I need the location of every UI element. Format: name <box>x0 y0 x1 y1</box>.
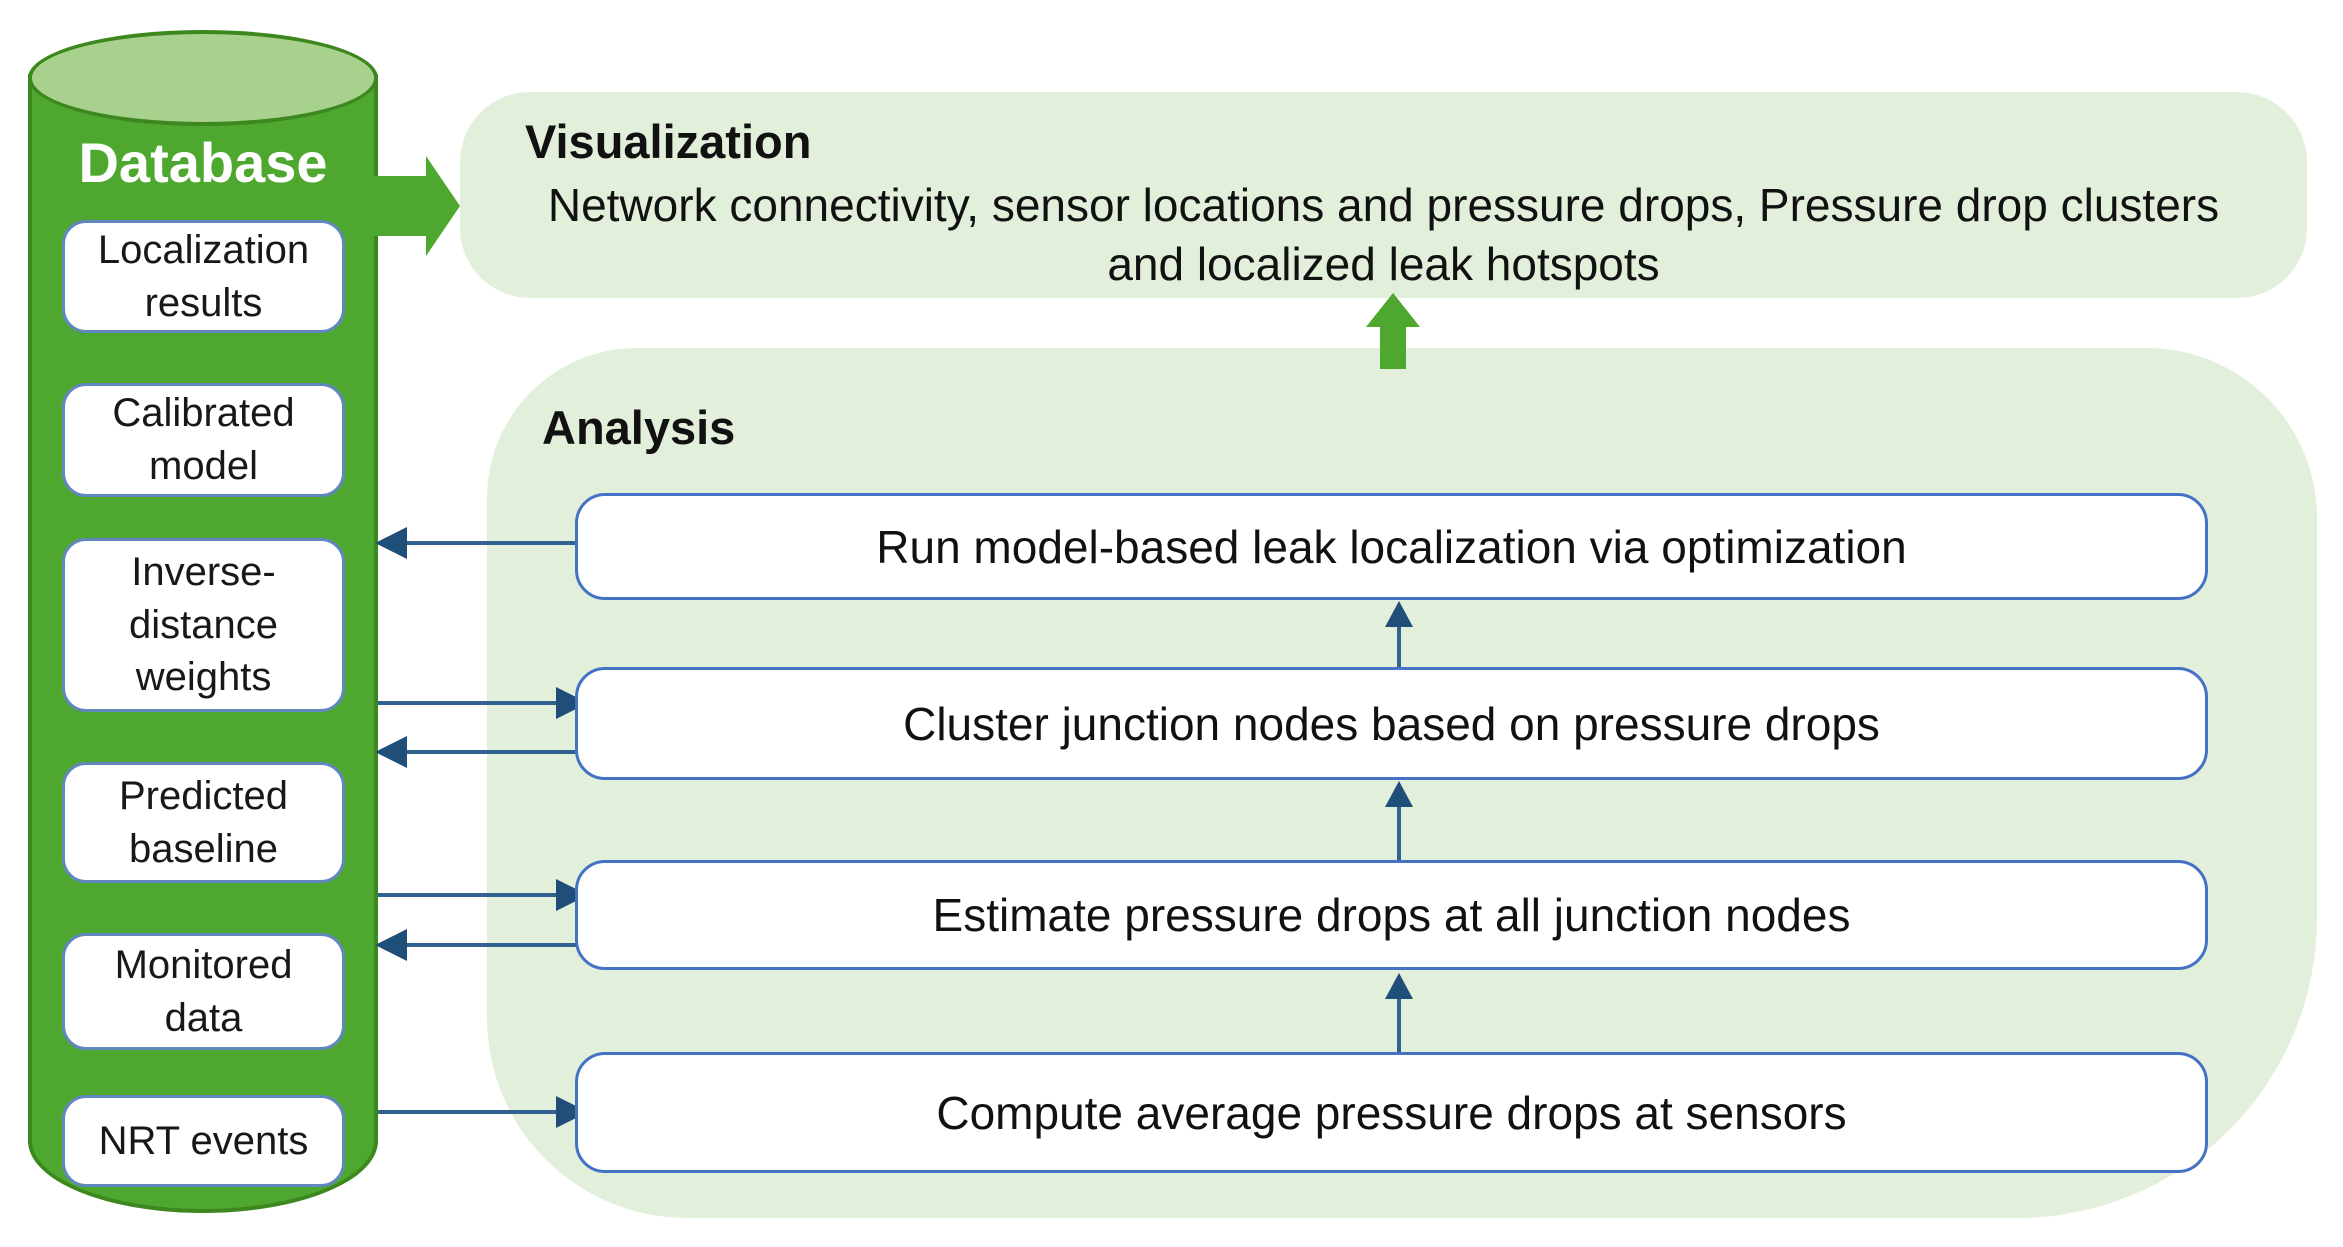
analysis-step-compute-average: Compute average pressure drops at sensor… <box>575 1052 2208 1173</box>
database-title: Database <box>78 131 328 194</box>
step3-to-step2-connector <box>1397 806 1401 860</box>
db-item-monitored-data: Monitored data <box>62 933 345 1050</box>
step1-to-db-connector <box>404 541 575 545</box>
visualization-description-line2: and localized leak hotspots <box>1107 237 1660 290</box>
step2-to-step1-arrowhead-icon <box>1385 601 1413 627</box>
db-to-step2-connector <box>378 701 558 705</box>
db-to-step3-connector <box>378 893 558 897</box>
analysis-step-run-localization: Run model-based leak localization via op… <box>575 493 2208 600</box>
analysis-step-cluster-nodes: Cluster junction nodes based on pressure… <box>575 667 2208 780</box>
visualization-description: Network connectivity, sensor locations a… <box>490 176 2277 294</box>
visualization-title: Visualization <box>525 115 812 168</box>
db-item-inverse-distance-weights: Inverse-distance weights <box>62 538 345 712</box>
visualization-panel: Visualization Network connectivity, sens… <box>460 92 2307 298</box>
step4-to-step3-arrowhead-icon <box>1385 973 1413 999</box>
db-item-calibrated-model: Calibrated model <box>62 383 345 497</box>
step2-to-step1-connector <box>1397 626 1401 667</box>
visualization-description-line1: Network connectivity, sensor locations a… <box>547 179 2220 231</box>
db-item-localization-results: Localization results <box>62 220 345 333</box>
step1-to-db-arrowhead-icon <box>375 527 407 559</box>
step4-to-step3-connector <box>1397 998 1401 1052</box>
db-to-visualization-arrow-body <box>362 176 426 236</box>
analysis-title: Analysis <box>542 401 736 454</box>
analysis-to-visualization-arrow-body <box>1380 325 1406 369</box>
db-to-step4-connector <box>378 1110 558 1114</box>
step3-to-db-arrowhead-icon <box>375 929 407 961</box>
step3-to-step2-arrowhead-icon <box>1385 781 1413 807</box>
db-item-nrt-events: NRT events <box>62 1095 345 1187</box>
analysis-step-estimate-drops: Estimate pressure drops at all junction … <box>575 860 2208 970</box>
analysis-to-visualization-arrow-icon <box>1366 293 1420 327</box>
db-to-visualization-arrow-icon <box>426 156 460 256</box>
step2-to-db-connector <box>404 750 578 754</box>
db-item-predicted-baseline: Predicted baseline <box>62 762 345 883</box>
step3-to-db-connector <box>404 943 578 947</box>
database-cylinder-top <box>28 30 378 126</box>
step2-to-db-arrowhead-icon <box>375 736 407 768</box>
